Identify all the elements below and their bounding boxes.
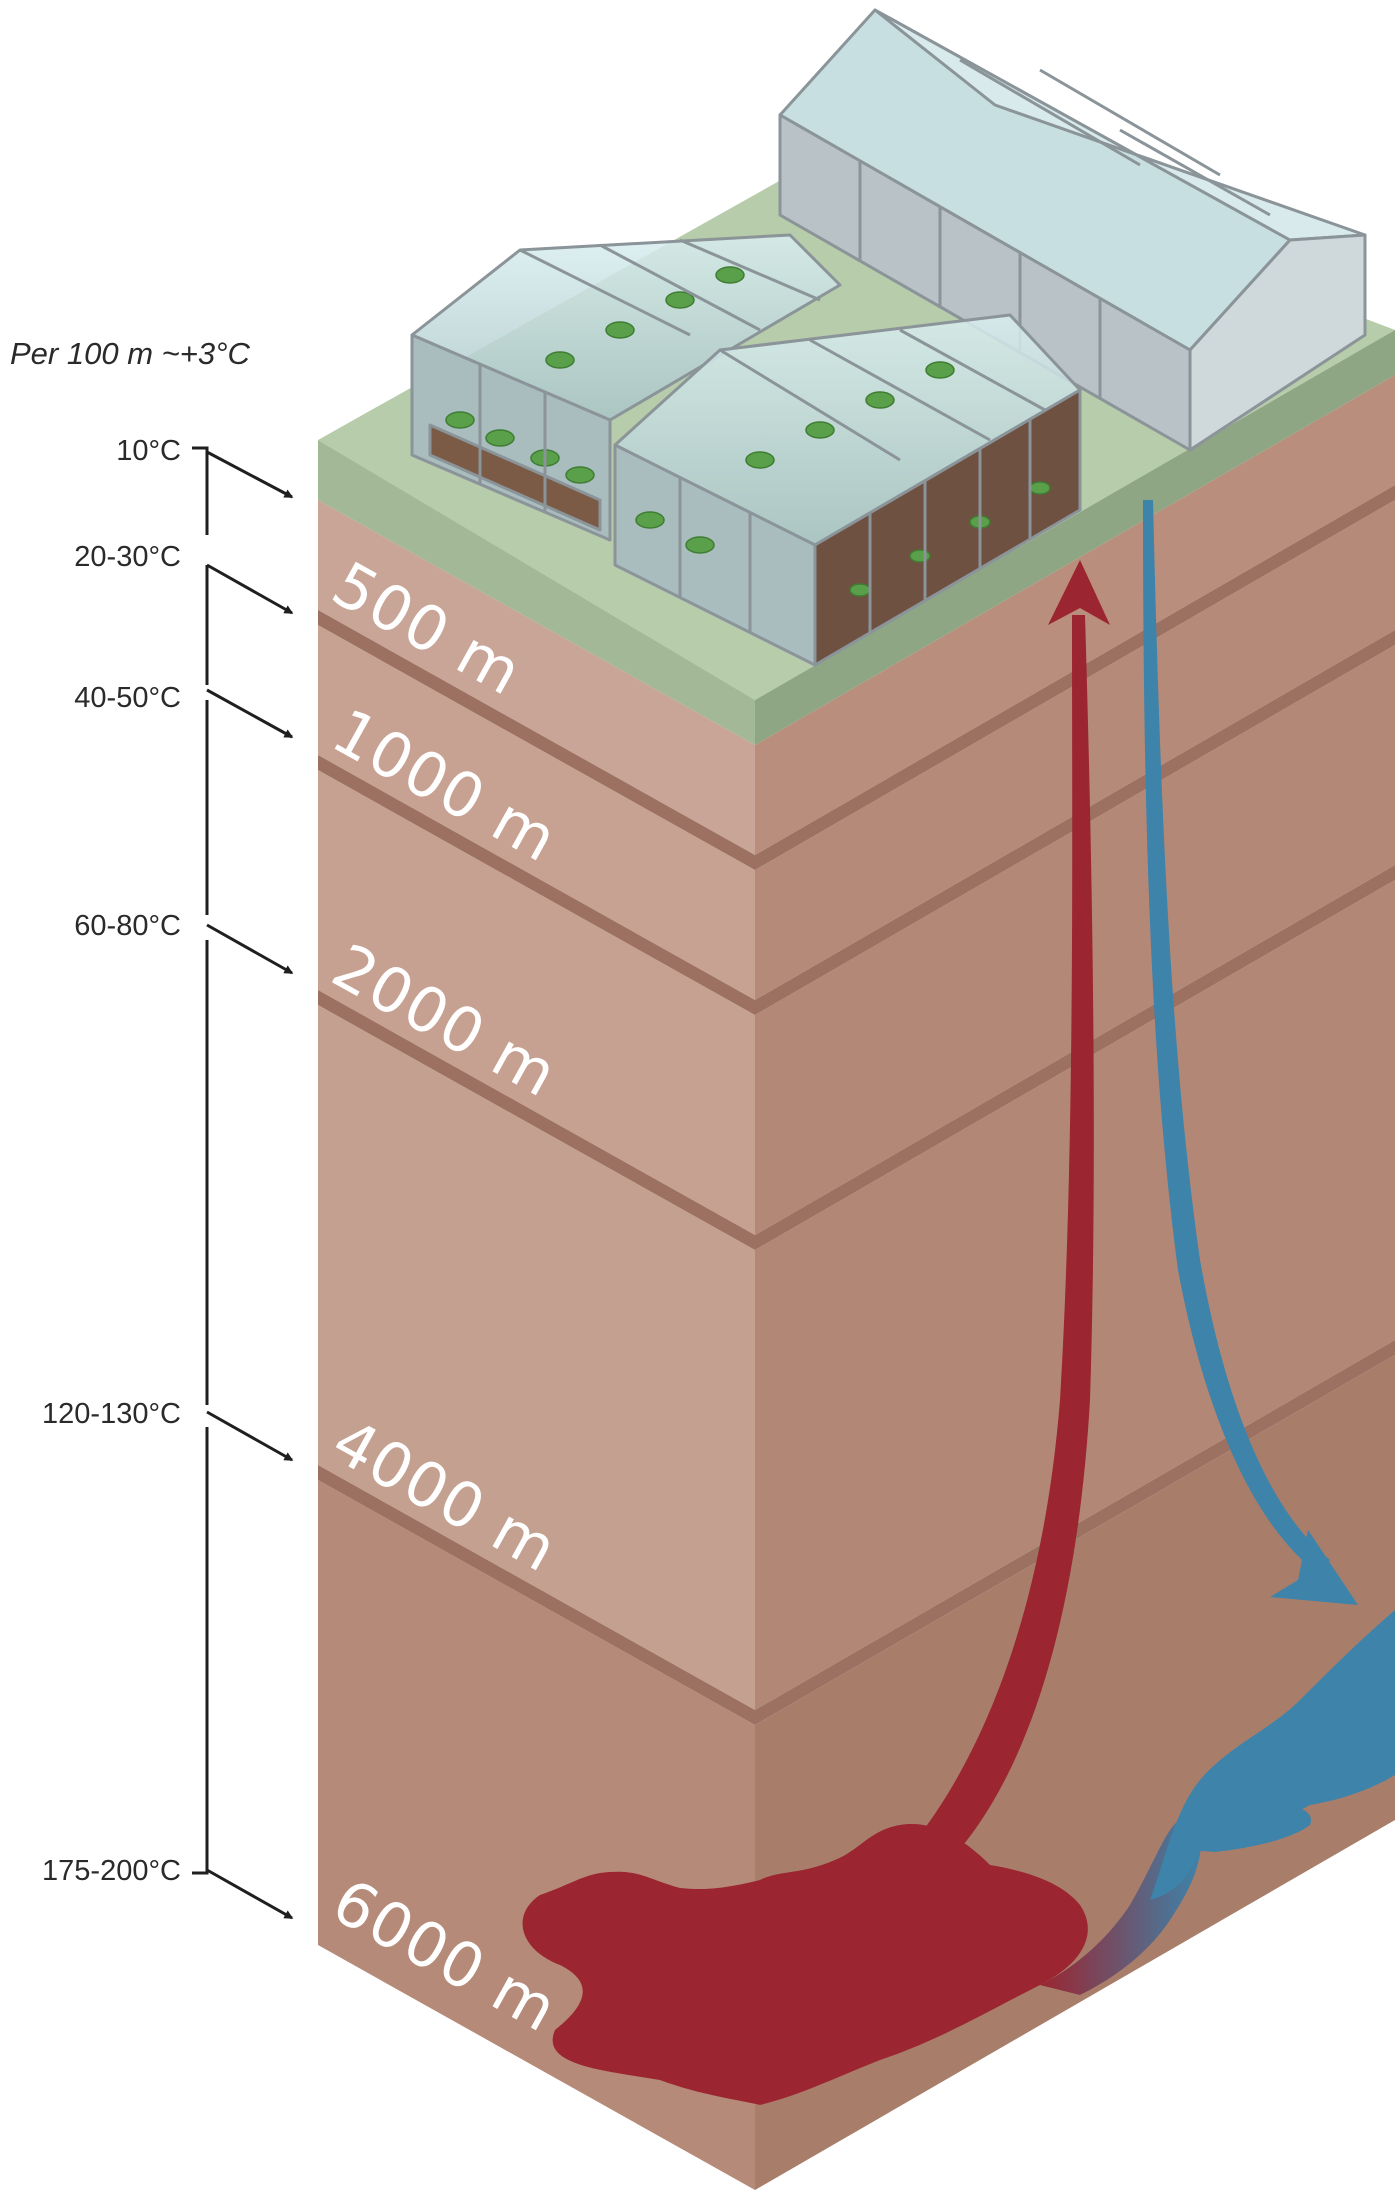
greenhouse-front-side [813, 388, 1082, 667]
mixing-zone [1040, 1818, 1201, 1995]
layer-2-front [318, 625, 755, 1000]
hot-flow-arrowhead [1048, 560, 1110, 625]
temp-label-10c: 10°C [116, 435, 181, 467]
greenhouse-front [613, 313, 1082, 667]
temp-label-20-30c: 20-30°C [74, 541, 181, 573]
temperature-labels: 10°C 20-30°C 40-50°C 60-80°C 120-130°C 1… [42, 435, 181, 1887]
layer-4-front [318, 1005, 755, 1710]
temp-label-175-200c: 175-200°C [42, 1855, 181, 1887]
greenhouses [410, 8, 1367, 667]
cold-flow-channel [1143, 500, 1330, 1575]
gradient-note: Per 100 m ~+3°C [10, 336, 250, 371]
reservoir [522, 500, 1395, 2105]
arrow-175-200c [206, 1868, 294, 1920]
layer-1-front [318, 500, 755, 855]
arrow-120-130c [206, 1410, 294, 1462]
greenhouse-large-mullions [858, 58, 1271, 398]
temp-label-60-80c: 60-80°C [74, 910, 181, 942]
greenhouse-left-bed [428, 423, 602, 532]
bracket-segment-5 [192, 1427, 209, 1875]
temp-label-40-50c: 40-50°C [74, 682, 181, 714]
greenhouse-large [778, 8, 1367, 452]
surface-right [755, 330, 1395, 745]
cold-reservoir-finger [1190, 1807, 1311, 1852]
temperature-bracket [192, 446, 294, 1920]
arrow-10c [206, 450, 294, 499]
greenhouse-left-mullions [478, 238, 821, 512]
cold-reservoir [1150, 1610, 1395, 1900]
greenhouse-left [410, 233, 842, 542]
arrow-20-30c [206, 563, 294, 615]
layer-3-front [318, 770, 755, 1235]
cold-flow-arrowhead [1270, 1530, 1358, 1605]
arrow-60-80c [206, 923, 294, 975]
greenhouse-front-mullions [678, 328, 1046, 633]
hot-flow-channel [885, 615, 1094, 1880]
greenhouse-large-side [1188, 233, 1367, 452]
arrow-40-50c [206, 688, 294, 739]
greenhouse-left-plants [445, 266, 745, 484]
temp-label-120-130c: 120-130°C [42, 1398, 181, 1430]
surface-front [318, 440, 755, 745]
hot-reservoir [522, 1824, 1088, 2105]
bracket-segment-1 [192, 446, 209, 535]
